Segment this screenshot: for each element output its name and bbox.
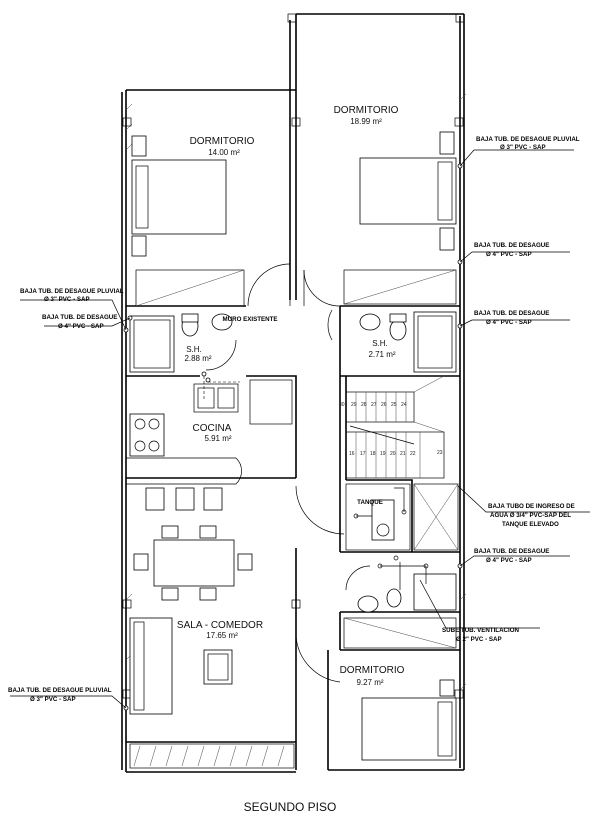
note-line: SUBE TUB. VENTILACION: [442, 627, 520, 634]
stair-step-number: 24: [401, 402, 407, 408]
note-line: Ø 3" PVC - SAP: [44, 296, 90, 303]
room-name: S.H.: [372, 339, 388, 348]
note-line: BAJA TUB. DE DESAGUE PLUVIAL: [20, 288, 124, 295]
dining-table-icon: [153, 539, 235, 587]
stair-step-number: 22: [410, 451, 416, 457]
toilet-icon: [389, 319, 407, 341]
stair-step-number: 23: [437, 450, 443, 456]
tanque-label: TANQUE: [357, 499, 383, 506]
note-line: BAJA TUBO DE INGRESO DE: [488, 503, 575, 510]
stair-step-number: 25: [391, 402, 397, 408]
plan-title: SEGUNDO PISO: [244, 800, 337, 814]
room-sala-comedor: SALA - COMEDOR 17.65 m²: [129, 487, 263, 715]
sink-icon: [357, 595, 379, 613]
wall-hatch: [125, 93, 467, 769]
pipe-markers: [10, 149, 590, 711]
stair-step-number: 20: [390, 451, 396, 457]
note-line: Ø 4" PVC - SAP: [486, 557, 532, 564]
kitchen-sink-icon: [193, 383, 239, 413]
stool-icon: [203, 487, 223, 511]
note-line: Ø 3" PVC - SAP: [500, 144, 546, 151]
stair-step-number: 27: [371, 402, 377, 408]
note-line: Ø 4" PVC - SAP: [486, 251, 532, 258]
room-dormitorio-2: DORMITORIO 18.99 m²: [334, 105, 457, 305]
muro-existente-label: MURO EXISTENTE: [222, 316, 277, 323]
room-area: 18.99 m²: [350, 117, 382, 126]
stair-step-number: 29: [351, 402, 357, 408]
stair-step-number: 18: [370, 451, 376, 457]
note-line: Ø 4" PVC - SAP: [58, 323, 104, 330]
room-sh-2: S.H. 2.71 m²: [359, 311, 457, 373]
bed-icon: [131, 159, 227, 235]
room-dormitorio-3: DORMITORIO 9.27 m²: [340, 617, 457, 761]
note-line: BAJA TUB. DE DESAGUE: [474, 310, 549, 317]
room-area: 17.65 m²: [206, 631, 238, 640]
stool-icon: [175, 487, 195, 511]
stair-step-number: 19: [380, 451, 386, 457]
windows: [122, 13, 465, 699]
nightstand-icon: [439, 679, 455, 697]
sofa-icon: [129, 617, 173, 715]
service-area: TANQUE: [345, 483, 459, 613]
fridge-icon: [249, 379, 293, 425]
nightstand-icon: [131, 135, 147, 157]
room-area: 9.27 m²: [356, 678, 383, 687]
note-line: Ø 4" PVC - SAP: [486, 319, 532, 326]
stool-icon: [145, 487, 165, 511]
room-cocina: COCINA 5.91 m²: [126, 379, 293, 485]
note-line: BAJA TUB. DE DESAGUE: [42, 314, 117, 321]
stairs: 30 29 28 27 26 25 24 23 16 17 18 19 20 2…: [339, 375, 445, 479]
walls: [121, 13, 465, 773]
shower-icon: [413, 311, 457, 373]
stair-step-number: 17: [360, 451, 366, 457]
wardrobe-icon: [135, 269, 245, 307]
room-name: DORMITORIO: [190, 136, 255, 147]
sink-icon: [359, 313, 381, 331]
note-line: TANQUE ELEVADO: [502, 521, 559, 528]
stair-step-number: 16: [349, 451, 355, 457]
annotations: BAJA TUB. DE DESAGUE PLUVIAL Ø 3" PVC - …: [8, 136, 580, 703]
room-name: DORMITORIO: [340, 665, 405, 676]
room-name: COCINA: [193, 423, 232, 434]
note-line: BAJA TUB. DE DESAGUE: [474, 548, 549, 555]
note-line: BAJA TUB. DE DESAGUE: [474, 242, 549, 249]
room-name: SALA - COMEDOR: [177, 620, 263, 631]
toilet-icon: [386, 588, 402, 608]
nightstand-icon: [131, 235, 147, 257]
bed-icon: [361, 697, 457, 761]
room-area: 2.88 m²: [184, 354, 211, 363]
room-name: DORMITORIO: [334, 105, 399, 116]
note-line: Ø 2" PVC - SAP: [456, 636, 502, 643]
wardrobe-icon: [343, 617, 457, 649]
bed-icon: [359, 157, 457, 225]
stair-step-number: 26: [381, 402, 387, 408]
room-sh-1: S.H. 2.88 m² MURO EXISTENTE: [129, 313, 278, 373]
stair-step-number: 30: [339, 402, 345, 408]
shower-icon: [413, 573, 457, 611]
room-area: 14.00 m²: [208, 148, 240, 157]
coffee-table-icon: [203, 649, 233, 685]
doors: [205, 263, 371, 683]
note-line: AGUA Ø 3/4" PVC-SAP DEL: [490, 512, 571, 519]
stair-step-number: 28: [361, 402, 367, 408]
room-area: 2.71 m²: [368, 350, 395, 359]
stair-step-number: 21: [400, 451, 406, 457]
nightstand-icon: [439, 131, 455, 155]
nightstand-icon: [439, 227, 455, 251]
note-line: BAJA TUB. DE DESAGUE PLUVIAL: [8, 687, 112, 694]
note-line: BAJA TUB. DE DESAGUE PLUVIAL: [476, 136, 580, 143]
wardrobe-icon: [343, 269, 457, 305]
shower-icon: [129, 315, 175, 373]
sink-icon: [211, 313, 233, 331]
water-tank-icon: [371, 499, 395, 541]
stove-icon: [129, 413, 165, 457]
note-line: Ø 3" PVC - SAP: [30, 696, 76, 703]
room-dormitorio-1: DORMITORIO 14.00 m²: [131, 135, 255, 307]
room-area: 5.91 m²: [204, 434, 231, 443]
room-name: S.H.: [186, 345, 202, 354]
